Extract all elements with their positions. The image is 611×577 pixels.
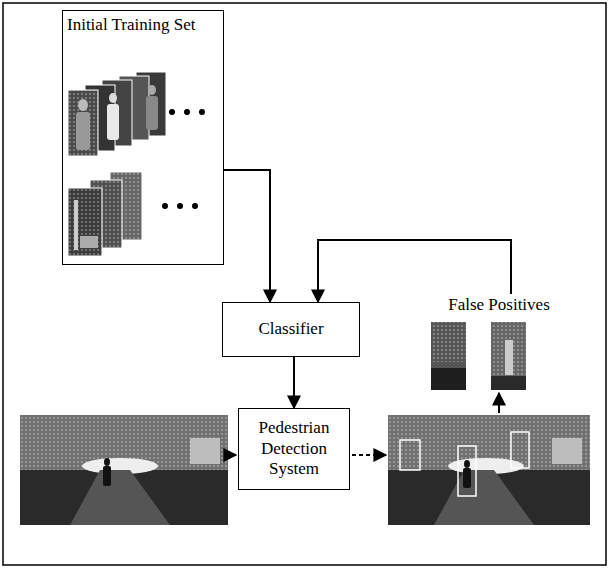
training-negative-images	[68, 172, 198, 256]
halftone	[491, 322, 526, 390]
output-scene	[388, 415, 590, 525]
road	[70, 470, 170, 525]
ellipsis-dot	[177, 203, 183, 209]
car	[190, 438, 220, 464]
scene-ground	[20, 415, 228, 525]
image-tile	[68, 188, 102, 256]
car	[80, 236, 98, 248]
connector-arrow	[293, 357, 295, 408]
node-label: Pedestrian Detection System	[245, 418, 343, 479]
halftone	[68, 90, 98, 156]
ellipsis-dot	[169, 109, 175, 115]
node-label: Classifier	[258, 319, 323, 339]
detection-box	[458, 446, 476, 496]
outer-frame	[3, 3, 606, 565]
connector-arrow	[318, 240, 511, 302]
halftone	[68, 188, 102, 256]
ellipsis-dot	[184, 109, 190, 115]
thumbnail	[431, 322, 466, 390]
node-label: Initial Training Set	[67, 15, 219, 35]
thumbnail-ground	[431, 368, 466, 390]
statue	[505, 340, 513, 375]
pedestrian-body	[146, 96, 158, 130]
road	[434, 470, 534, 525]
dashed-arrow	[228, 454, 236, 456]
pedestrian-body	[107, 104, 119, 140]
false-positive-thumbnails	[431, 322, 526, 390]
pedestrian-body	[103, 466, 111, 486]
ellipsis-dot	[199, 109, 205, 115]
scene-ground	[388, 415, 590, 525]
pedestrian-head	[148, 85, 156, 95]
pedestrian-body	[463, 468, 471, 488]
ellipsis-dot	[162, 203, 168, 209]
detection-box	[400, 440, 420, 470]
connector-arrow	[224, 170, 270, 302]
thumbnail-ground	[491, 376, 526, 390]
node-label: False Positives	[423, 295, 575, 315]
pedestrian-body	[76, 112, 90, 150]
image-tile	[68, 90, 98, 156]
detection-box	[511, 432, 529, 468]
process-box: Pedestrian Detection System	[238, 408, 350, 490]
pedestrian-head	[464, 460, 470, 468]
car	[552, 438, 582, 464]
halftone	[431, 322, 466, 362]
thumbnail	[491, 322, 526, 390]
ellipsis-dot	[192, 203, 198, 209]
training-set-box: Initial Training Set	[62, 10, 224, 265]
pedestrian-head	[109, 93, 117, 103]
process-box: Classifier	[222, 302, 360, 357]
arrow	[498, 393, 500, 413]
input-scene	[20, 415, 228, 525]
training-positive-images	[68, 72, 205, 156]
pedestrian-head	[104, 458, 110, 466]
group-heading: False Positives	[420, 294, 578, 318]
pole	[74, 200, 78, 250]
dashed-arrow	[352, 454, 386, 456]
pedestrian-head	[78, 99, 88, 111]
